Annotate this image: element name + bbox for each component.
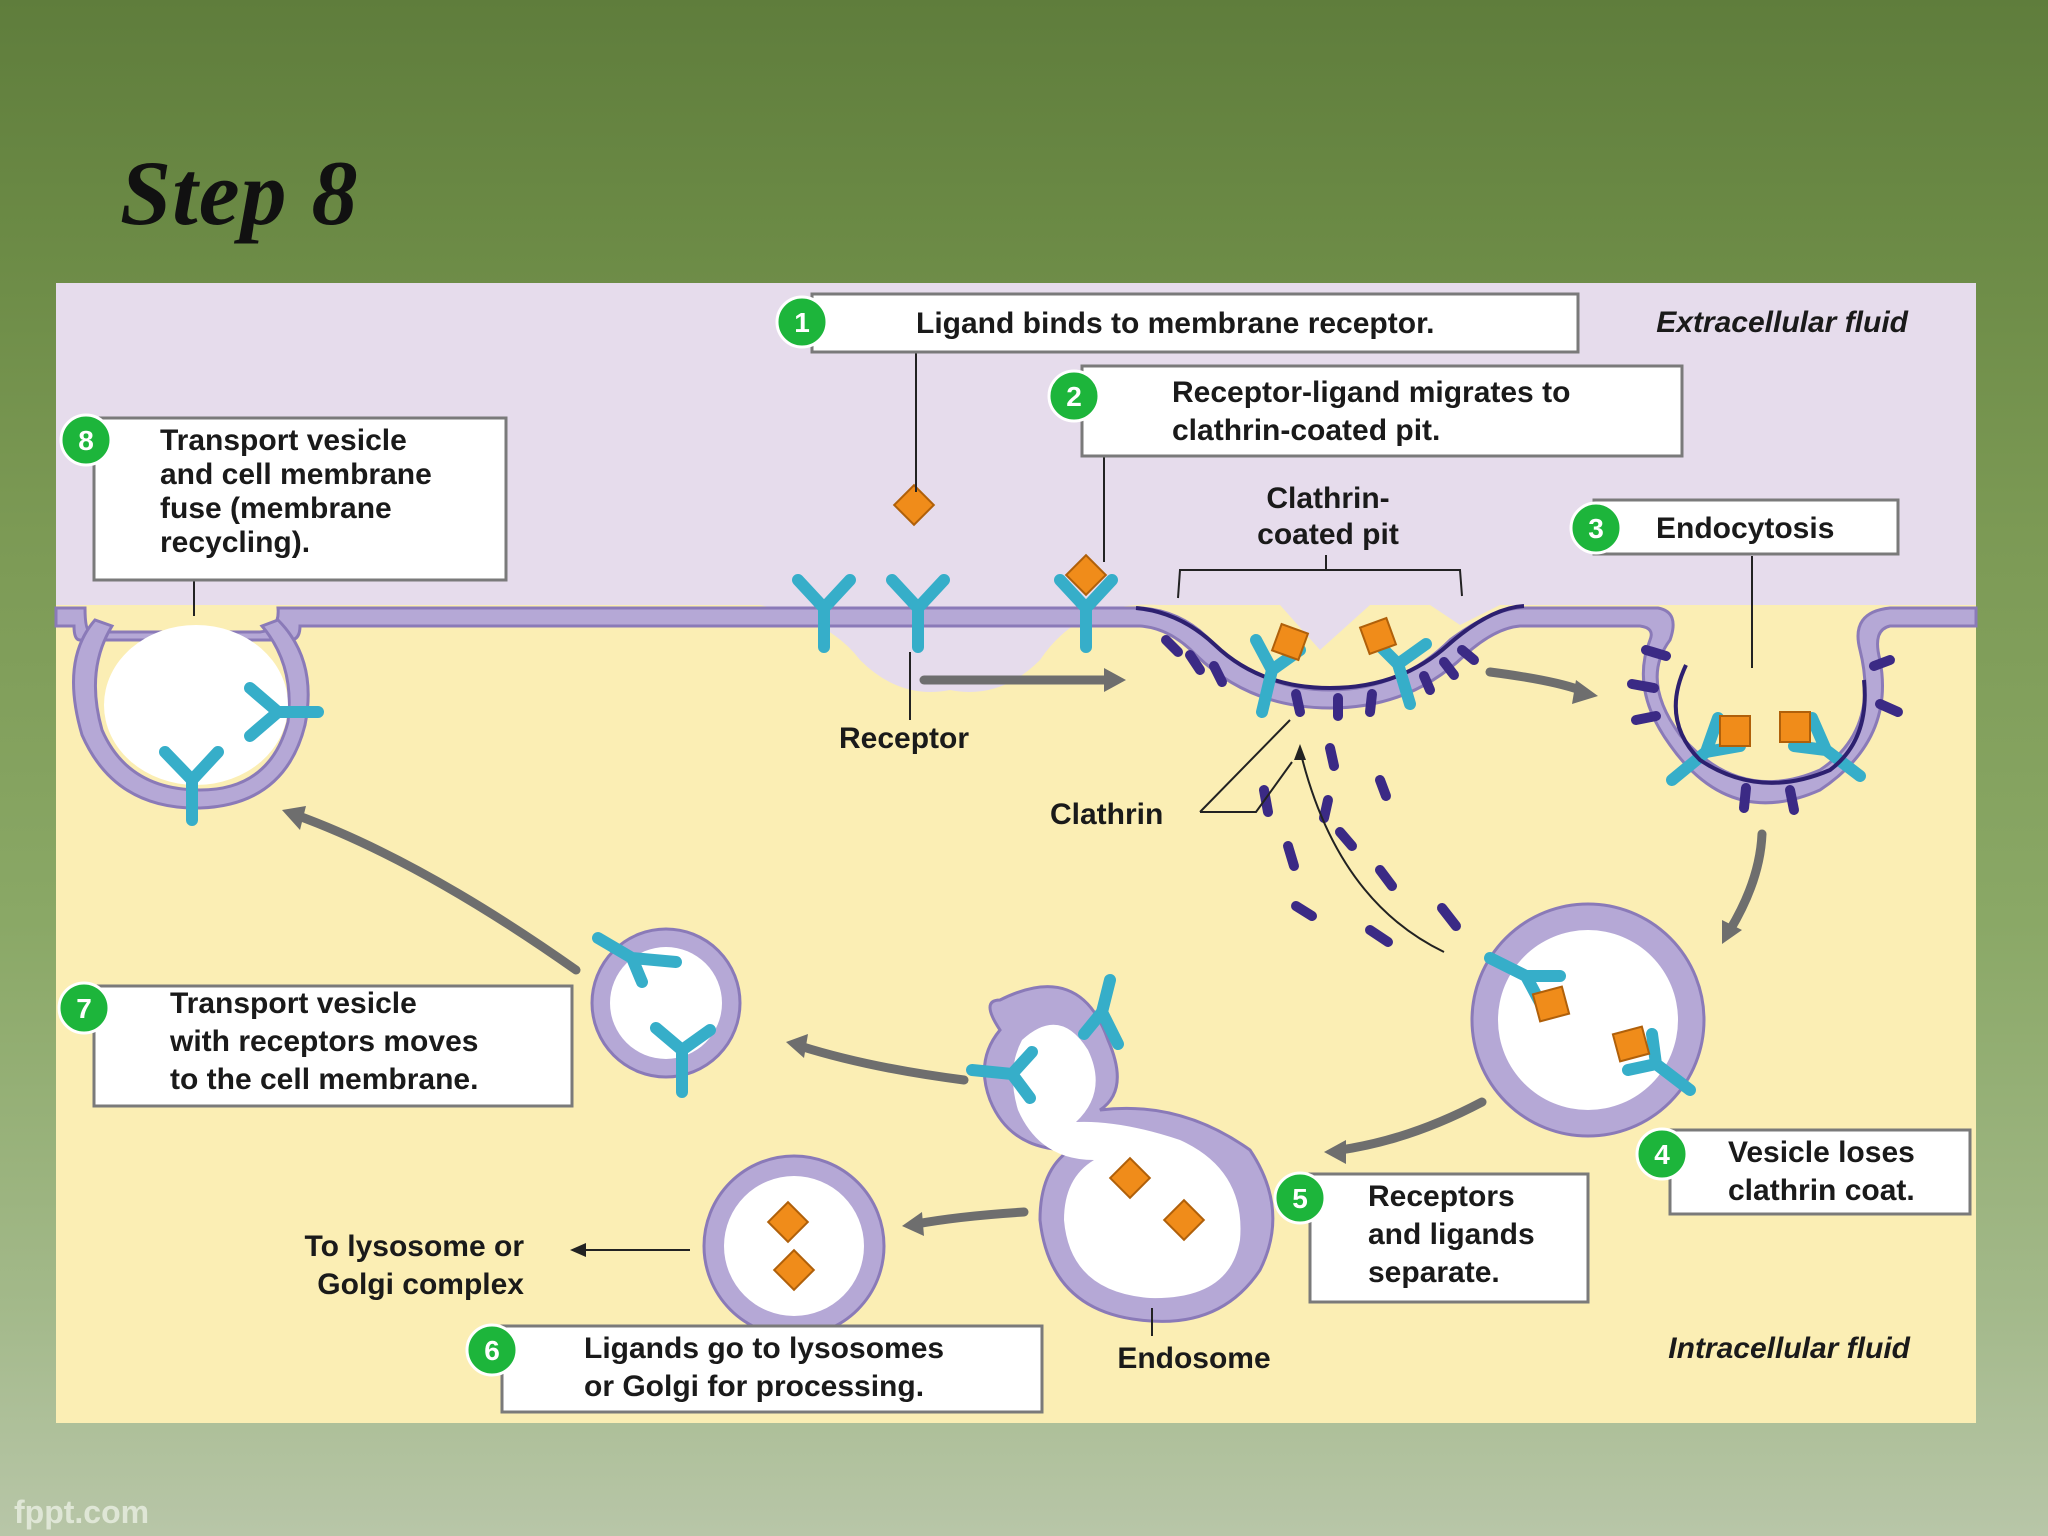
intracellular-label: Intracellular fluid	[1668, 1332, 1910, 1365]
step-1: 1 Ligand binds to membrane receptor.	[775, 292, 1580, 354]
svg-text:Ligand binds to membrane recep: Ligand binds to membrane receptor.	[916, 307, 1434, 340]
transport-vesicle	[590, 927, 742, 1098]
receptor-icon	[1054, 574, 1118, 653]
svg-text:and cell membrane: and cell membrane	[160, 458, 432, 491]
receptor-icon	[159, 746, 224, 826]
svg-text:with receptors moves: with receptors moves	[169, 1025, 478, 1058]
svg-text:4: 4	[1654, 1139, 1670, 1170]
fusing-vesicle	[72, 618, 324, 826]
uncoated-vesicle	[1470, 902, 1706, 1138]
watermark: fppt.com	[14, 1494, 150, 1530]
svg-text:2: 2	[1066, 381, 1082, 412]
clathrin-return-arrow	[1299, 749, 1445, 953]
step-8: 8 Transport vesicle and cell membrane fu…	[59, 413, 508, 582]
endosome-label: Endosome	[1117, 1342, 1270, 1375]
clathrin-coated-pit	[1135, 604, 1525, 721]
svg-text:6: 6	[484, 1335, 500, 1366]
svg-text:to the cell membrane.: to the cell membrane.	[170, 1063, 478, 1096]
clathrin-pit-label-2: coated pit	[1257, 518, 1399, 551]
process-arrows	[282, 667, 1767, 1257]
svg-text:recycling).: recycling).	[160, 526, 310, 559]
free-ligand	[892, 483, 936, 527]
svg-text:Receptors: Receptors	[1368, 1180, 1515, 1213]
svg-text:Ligands go to lysosomes: Ligands go to lysosomes	[584, 1332, 944, 1365]
endosome	[966, 974, 1275, 1323]
svg-text:Transport vesicle: Transport vesicle	[170, 987, 417, 1020]
slide-title: Step 8	[120, 142, 359, 244]
svg-text:1: 1	[794, 307, 810, 338]
svg-text:Vesicle loses: Vesicle loses	[1728, 1136, 1915, 1169]
svg-text:or Golgi for processing.: or Golgi for processing.	[584, 1370, 924, 1403]
svg-text:and ligands: and ligands	[1368, 1218, 1535, 1251]
receptor-label: Receptor	[839, 722, 969, 755]
ligand-vesicle	[702, 1154, 886, 1338]
svg-text:fuse (membrane: fuse (membrane	[160, 492, 392, 525]
step-7: 7 Transport vesicle with receptors moves…	[57, 981, 574, 1108]
svg-text:Endocytosis: Endocytosis	[1656, 512, 1834, 545]
svg-text:7: 7	[76, 993, 92, 1024]
membrane-receptors	[792, 574, 1118, 653]
receptor-icon	[886, 574, 950, 653]
lysosome-label-2: Golgi complex	[317, 1268, 524, 1301]
svg-text:Receptor-ligand migrates to: Receptor-ligand migrates to	[1172, 376, 1570, 409]
step-3: 3 Endocytosis	[1569, 498, 1900, 556]
receptor-icon	[244, 682, 324, 742]
svg-text:clathrin coat.: clathrin coat.	[1728, 1174, 1915, 1207]
endocytic-vesicle	[1627, 645, 1903, 815]
bound-ligand	[1064, 553, 1108, 597]
step-2: 2 Receptor-ligand migrates to clathrin-c…	[1047, 364, 1684, 458]
step-5: 5 Receptors and ligands separate.	[1273, 1171, 1590, 1304]
svg-text:5: 5	[1292, 1183, 1308, 1214]
leader-lines	[193, 352, 1753, 1336]
clathrin-pit-label: Clathrin-	[1266, 482, 1389, 515]
clathrin-label: Clathrin	[1050, 798, 1163, 831]
svg-text:clathrin-coated pit.: clathrin-coated pit.	[1172, 414, 1440, 447]
extracellular-label: Extracellular fluid	[1656, 306, 1908, 339]
lysosome-label: To lysosome or	[305, 1230, 525, 1263]
step-6: 6 Ligands go to lysosomes or Golgi for p…	[465, 1323, 1044, 1414]
svg-text:Transport vesicle: Transport vesicle	[160, 424, 407, 457]
step-4: 4 Vesicle loses clathrin coat.	[1635, 1127, 1972, 1216]
svg-text:separate.: separate.	[1368, 1256, 1500, 1289]
svg-text:3: 3	[1588, 513, 1604, 544]
svg-text:8: 8	[78, 425, 94, 456]
receptor-icon	[792, 574, 856, 653]
